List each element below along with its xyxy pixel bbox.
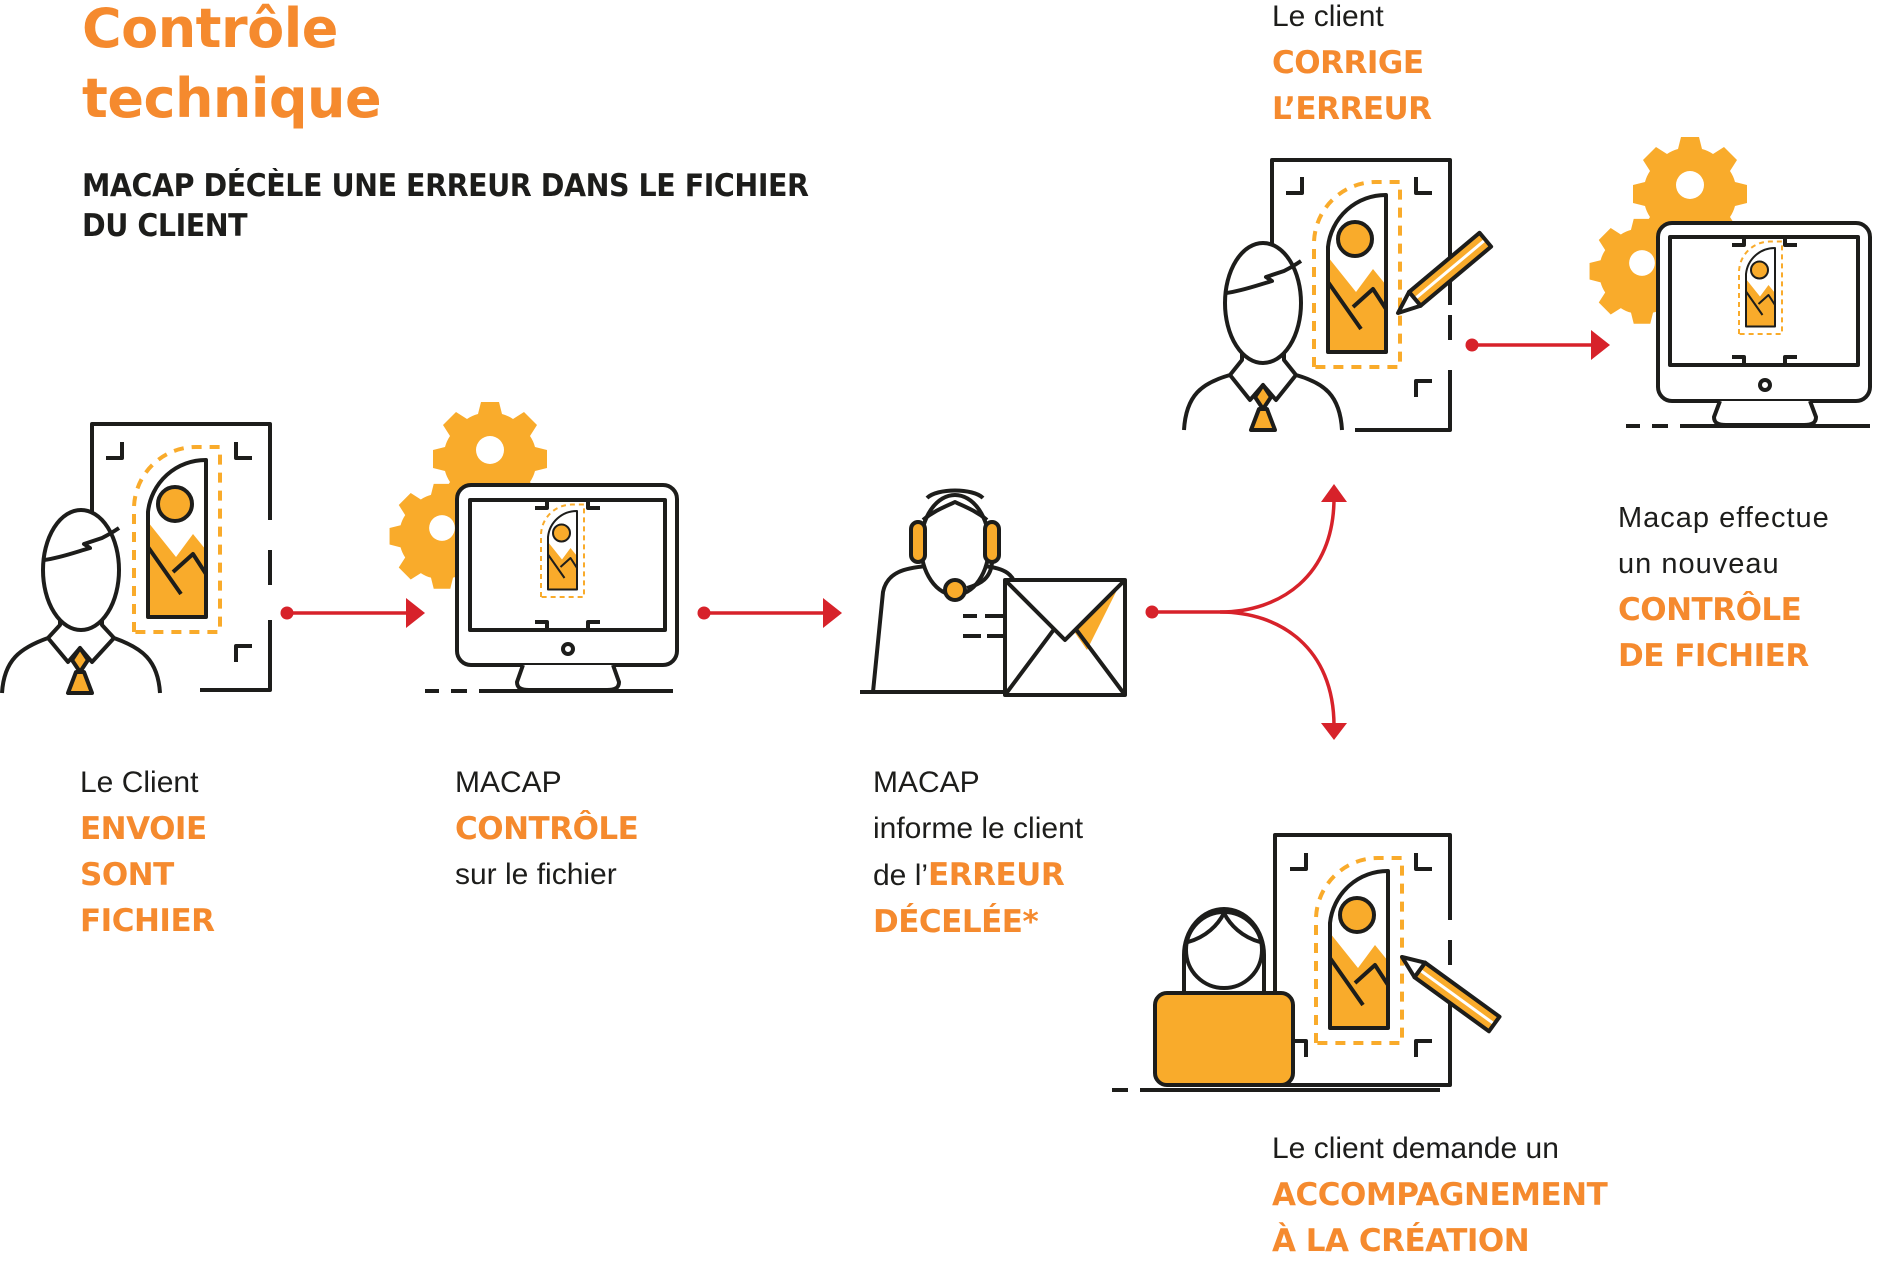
step-label-client-requests-help: Le client demande un ACCOMPAGNEMENT À LA…	[1272, 1126, 1608, 1264]
step3-line-3-highlight: ERREUR	[928, 857, 1065, 893]
step-label-client-sends: Le Client ENVOIE SONT FICHIER	[80, 760, 215, 944]
step1-line-2: ENVOIE	[80, 811, 207, 847]
subtitle-line-2: DU CLIENT	[82, 208, 248, 244]
step2-line-1: MACAP	[455, 766, 562, 799]
step3-line-3: de l’ERREUR	[873, 852, 1083, 899]
flow-arrow-3	[1465, 330, 1610, 360]
page-title: Contrôle technique	[82, 0, 382, 134]
step2-line-2: CONTRÔLE	[455, 811, 639, 847]
flow-arrow-1	[280, 598, 425, 628]
subtitle-line-1: MACAP DÉCÈLE UNE ERREUR DANS LE FICHIER	[82, 168, 809, 204]
step5-line-4: DE FICHIER	[1618, 638, 1809, 674]
step6-line-3: À LA CRÉATION	[1272, 1223, 1530, 1259]
step-label-macap-informs: MACAP informe le client de l’ERREUR DÉCE…	[873, 760, 1083, 945]
title-line-2: technique	[82, 67, 382, 130]
title-line-1: Contrôle	[82, 0, 338, 60]
step2-line-3: sur le fichier	[455, 858, 617, 891]
step4-line-2: CORRIGE	[1272, 45, 1424, 81]
step4-line-3: L’ERREUR	[1272, 91, 1432, 127]
step3-line-1: MACAP	[873, 766, 980, 799]
step-label-macap-checks: MACAP CONTRÔLE sur le fichier	[455, 760, 639, 898]
step1-line-3: SONT	[80, 857, 174, 893]
flow-arrow-2	[697, 598, 842, 628]
client-laptop-pencil-document-icon	[1112, 833, 1502, 1092]
step1-line-1: Le Client	[80, 766, 199, 799]
step6-line-1: Le client demande un	[1272, 1132, 1559, 1165]
step-label-macap-rechecks: Macap effectue un nouveau CONTRÔLE DE FI…	[1618, 495, 1830, 679]
step3-line-4: DÉCELÉE*	[873, 904, 1039, 940]
support-agent-envelope-icon	[860, 488, 1127, 697]
client-pencil-document-icon	[1182, 158, 1494, 432]
monitor-gears-icon	[389, 402, 679, 693]
step5-line-3: CONTRÔLE	[1618, 592, 1802, 628]
step1-line-4: FICHIER	[80, 903, 215, 939]
step5-line-1: Macap effectue	[1618, 502, 1830, 534]
flow-fork-arrow	[1145, 484, 1347, 740]
step-label-client-corrects: Le client CORRIGE L’ERREUR	[1272, 0, 1432, 132]
step3-line-3-prefix: de l’	[873, 859, 929, 892]
step5-line-2: un nouveau	[1618, 548, 1780, 580]
step3-line-2: informe le client	[873, 812, 1084, 845]
monitor-gears-icon-2	[1589, 137, 1872, 428]
step4-line-1: Le client	[1272, 0, 1384, 33]
step6-line-2: ACCOMPAGNEMENT	[1272, 1177, 1608, 1213]
client-document-icon	[0, 422, 272, 695]
page-subtitle: MACAP DÉCÈLE UNE ERREUR DANS LE FICHIER …	[82, 166, 809, 246]
